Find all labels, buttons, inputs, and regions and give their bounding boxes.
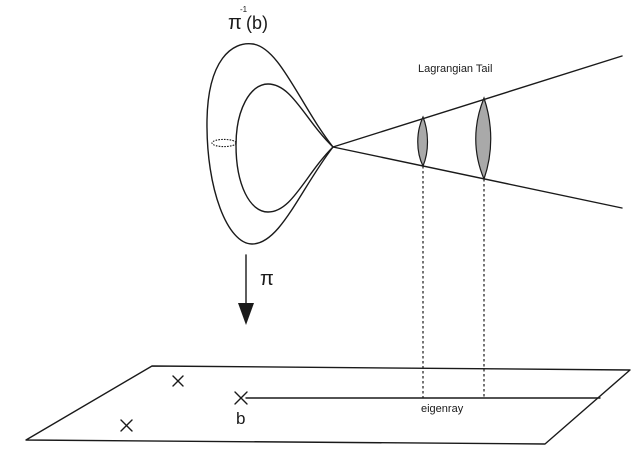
critical-point-marker-b	[234, 391, 248, 405]
pinched-torus	[206, 43, 334, 245]
cone-cross-section-far	[475, 96, 492, 181]
projection-arrow	[238, 254, 254, 325]
base-plane	[25, 365, 631, 445]
fiber-label-exponent: -1	[240, 5, 248, 14]
torus-inner-outline	[235, 83, 334, 213]
fiber-label-pi: π	[228, 12, 242, 34]
critical-point-marker-3	[120, 419, 133, 432]
lagrangian-tail-cone	[332, 55, 623, 209]
fiber-label-arg: (b)	[246, 13, 268, 33]
cone-cross-section-near	[417, 115, 429, 168]
down-arrow-icon	[238, 303, 254, 325]
torus-meridian-circle	[211, 138, 237, 148]
cross-icon-stroke-b	[234, 391, 248, 405]
projection-label: π	[260, 268, 274, 290]
lagrangian-tail-label: Lagrangian Tail	[418, 63, 492, 75]
torus-outer-outline	[206, 43, 334, 245]
cone-lower-edge	[332, 146, 623, 209]
cone-upper-edge	[332, 55, 623, 148]
critical-point-marker-1	[172, 375, 184, 387]
point-b-label: b	[236, 409, 245, 428]
cross-icon-stroke-b	[120, 419, 133, 432]
cross-icon-stroke-b	[172, 375, 184, 387]
eigenray-label: eigenray	[421, 403, 464, 415]
